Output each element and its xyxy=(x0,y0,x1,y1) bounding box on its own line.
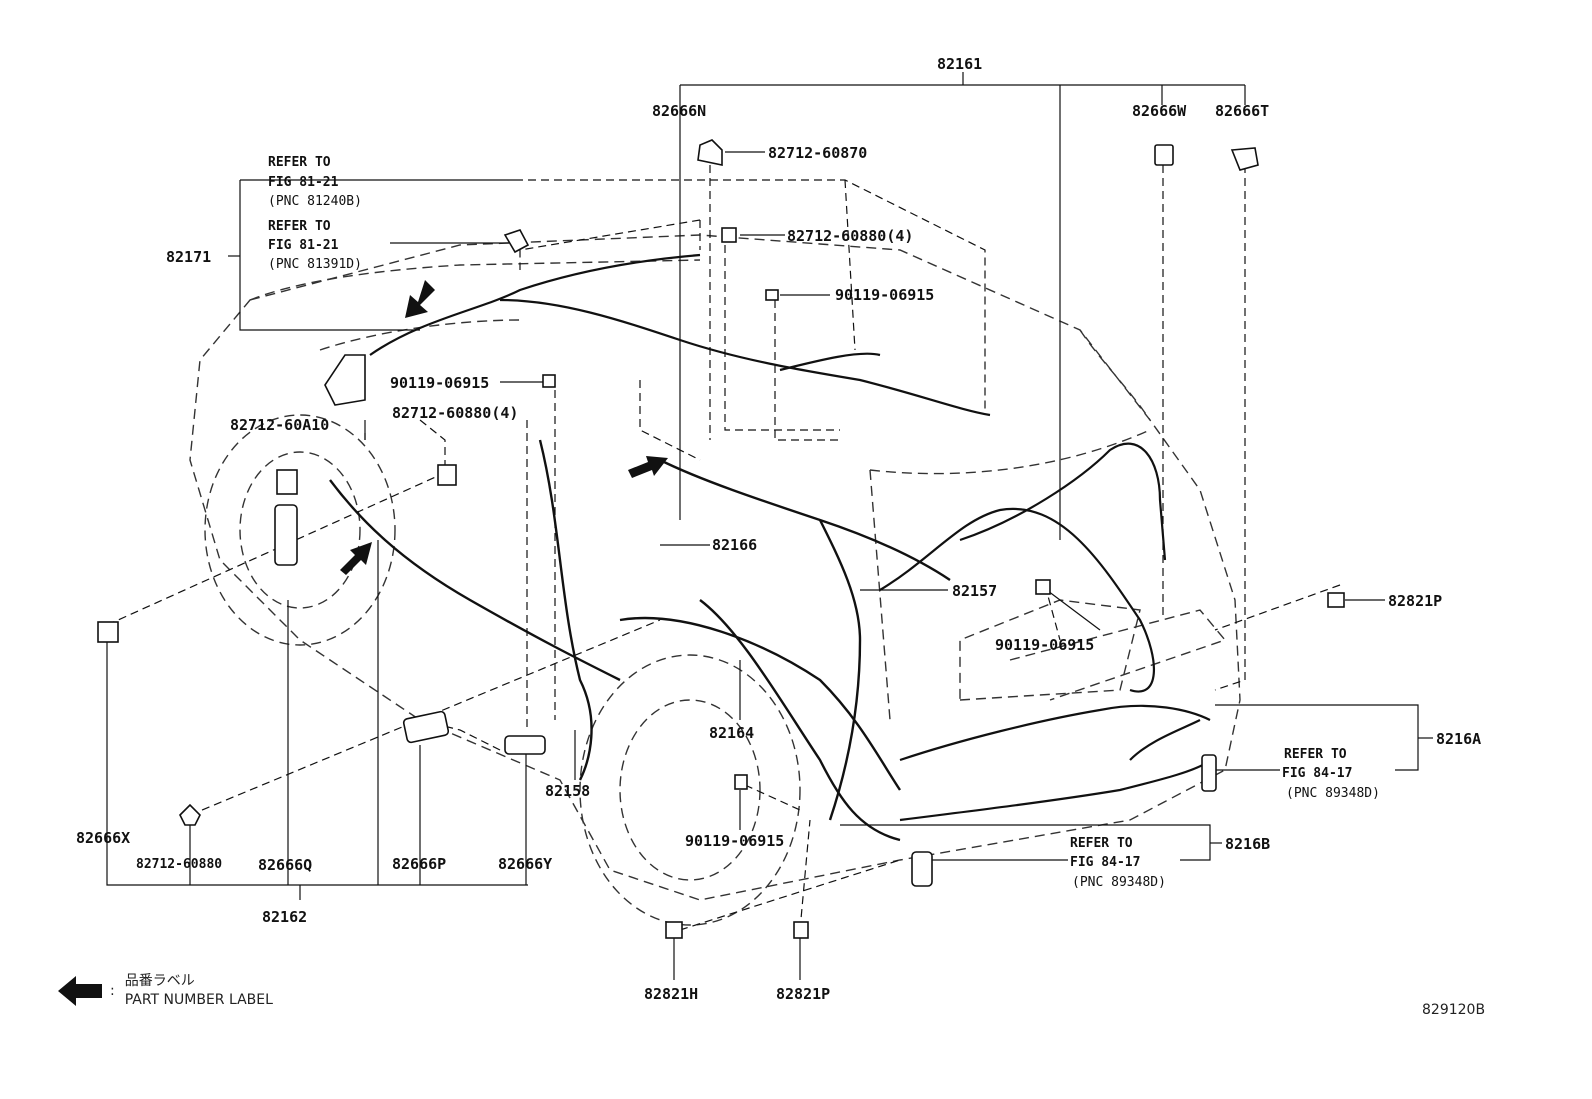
roof-harness xyxy=(369,253,991,417)
label-82821H: 82821H xyxy=(644,985,698,1003)
connector-82666W xyxy=(1154,144,1174,166)
bolt-90119-06915-bottom xyxy=(734,774,748,790)
label-82666W: 82666W xyxy=(1132,102,1187,120)
connector-82666Y xyxy=(504,735,546,755)
label-82161: 82161 xyxy=(937,55,982,73)
refer-note-4-line1: REFER TO xyxy=(1070,836,1133,851)
refer-note-4-line3: (PNC 89348D) xyxy=(1072,875,1166,890)
connector-82666T xyxy=(1230,147,1259,171)
label-8216A: 8216A xyxy=(1436,730,1481,748)
connector-8216B xyxy=(911,851,933,887)
connector-82821H xyxy=(665,921,683,939)
label-82666Y: 82666Y xyxy=(498,855,552,873)
refer-note-3-line3: (PNC 89348D) xyxy=(1286,786,1380,801)
label-90119-06915-right: 90119-06915 xyxy=(995,636,1094,654)
refer-note-3: REFER TO FIG 84-17 (PNC 89348D) xyxy=(1282,747,1380,801)
legend-text: 品番ラベル PART NUMBER LABEL xyxy=(125,972,273,1010)
legend-arrow-icon xyxy=(58,976,102,1006)
bolt-90119-06915-mid xyxy=(542,374,556,388)
clip-82712-60880-low xyxy=(179,803,201,826)
side-mirror xyxy=(324,354,366,406)
label-8216B: 8216B xyxy=(1225,835,1270,853)
refer-note-3-line1: REFER TO xyxy=(1284,747,1347,762)
bolt-90119-06915-right xyxy=(1035,579,1051,595)
legend-line-english: PART NUMBER LABEL xyxy=(124,992,273,1008)
right-wheel xyxy=(579,654,801,926)
clip-82712-60870 xyxy=(697,139,723,166)
label-90119-06915-mid: 90119-06915 xyxy=(390,374,489,392)
label-82666N: 82666N xyxy=(652,102,706,120)
label-arrow-roof xyxy=(405,280,435,318)
refer-note-1-line1: REFER TO xyxy=(268,155,331,170)
refer-note-4: REFER TO FIG 84-17 (PNC 89348D) xyxy=(1070,836,1166,890)
part-labels: 82161 82666N 82666W 82666T 82712-60870 8… xyxy=(76,55,1481,1003)
label-82712-60A10: 82712-60A10 xyxy=(230,416,329,434)
left-wheel xyxy=(204,414,396,646)
rear-harness xyxy=(879,442,1211,822)
part-82712-60880-top-clip xyxy=(503,229,530,254)
label-arrows xyxy=(340,280,668,575)
label-82666T: 82666T xyxy=(1215,102,1269,120)
connector-82821P-right xyxy=(1327,592,1345,608)
label-82666Q: 82666Q xyxy=(258,856,312,874)
floor-harness xyxy=(329,439,951,842)
connector-8216A xyxy=(1201,754,1217,792)
label-90119-06915-bottom: 90119-06915 xyxy=(685,832,784,850)
refer-note-2-line1: REFER TO xyxy=(268,219,331,234)
refer-note-2: REFER TO FIG 81-21 (PNC 81391D) xyxy=(268,219,362,272)
label-82666X: 82666X xyxy=(76,829,130,847)
refer-note-2-line3: (PNC 81391D) xyxy=(268,257,362,272)
refer-note-1: REFER TO FIG 81-21 (PNC 81240B) xyxy=(268,155,362,209)
connector-82666P xyxy=(402,710,450,744)
label-82712-60870: 82712-60870 xyxy=(768,144,867,162)
part-number-label-legend: : 品番ラベル PART NUMBER LABEL xyxy=(58,972,273,1010)
label-82666P: 82666P xyxy=(392,855,446,873)
refer-note-2-line2: FIG 81-21 xyxy=(268,238,339,253)
refer-note-1-line3: (PNC 81240B) xyxy=(268,194,362,209)
connector-82666X xyxy=(97,621,119,643)
legend-line-japanese: 品番ラベル xyxy=(124,973,195,989)
label-arrow-left xyxy=(340,542,372,575)
label-82157: 82157 xyxy=(952,582,997,600)
refer-note-3-line2: FIG 84-17 xyxy=(1282,766,1352,781)
label-82821P-bottom: 82821P xyxy=(776,985,830,1003)
label-82158: 82158 xyxy=(545,782,590,800)
label-82712-60880-4-top: 82712-60880(4) xyxy=(787,227,913,245)
clip-82712-60A10 xyxy=(276,469,298,495)
refer-note-4-line2: FIG 84-17 xyxy=(1070,855,1140,870)
clip-82712-60880-top xyxy=(721,227,737,243)
connector-82666Q xyxy=(274,504,298,566)
connector-82821P-bottom xyxy=(793,921,809,939)
label-82712-60880-low: 82712-60880 xyxy=(136,857,222,872)
label-82821P-right: 82821P xyxy=(1388,592,1442,610)
label-90119-06915-top: 90119-06915 xyxy=(835,286,934,304)
clip-82712-60880-mid xyxy=(437,464,457,486)
figure-id: 829120B xyxy=(1422,1002,1486,1018)
label-82162: 82162 xyxy=(262,908,307,926)
bolt-90119-06915-top xyxy=(765,289,779,301)
label-82164: 82164 xyxy=(709,724,754,742)
parts xyxy=(97,139,1345,939)
label-82712-60880-4-mid: 82712-60880(4) xyxy=(392,404,518,422)
label-82171: 82171 xyxy=(166,248,211,266)
label-arrow-center xyxy=(628,456,668,478)
legend-colon: : xyxy=(110,983,115,999)
label-82166: 82166 xyxy=(712,536,757,554)
leader-lines xyxy=(106,72,1433,980)
refer-note-1-line2: FIG 81-21 xyxy=(268,175,339,190)
